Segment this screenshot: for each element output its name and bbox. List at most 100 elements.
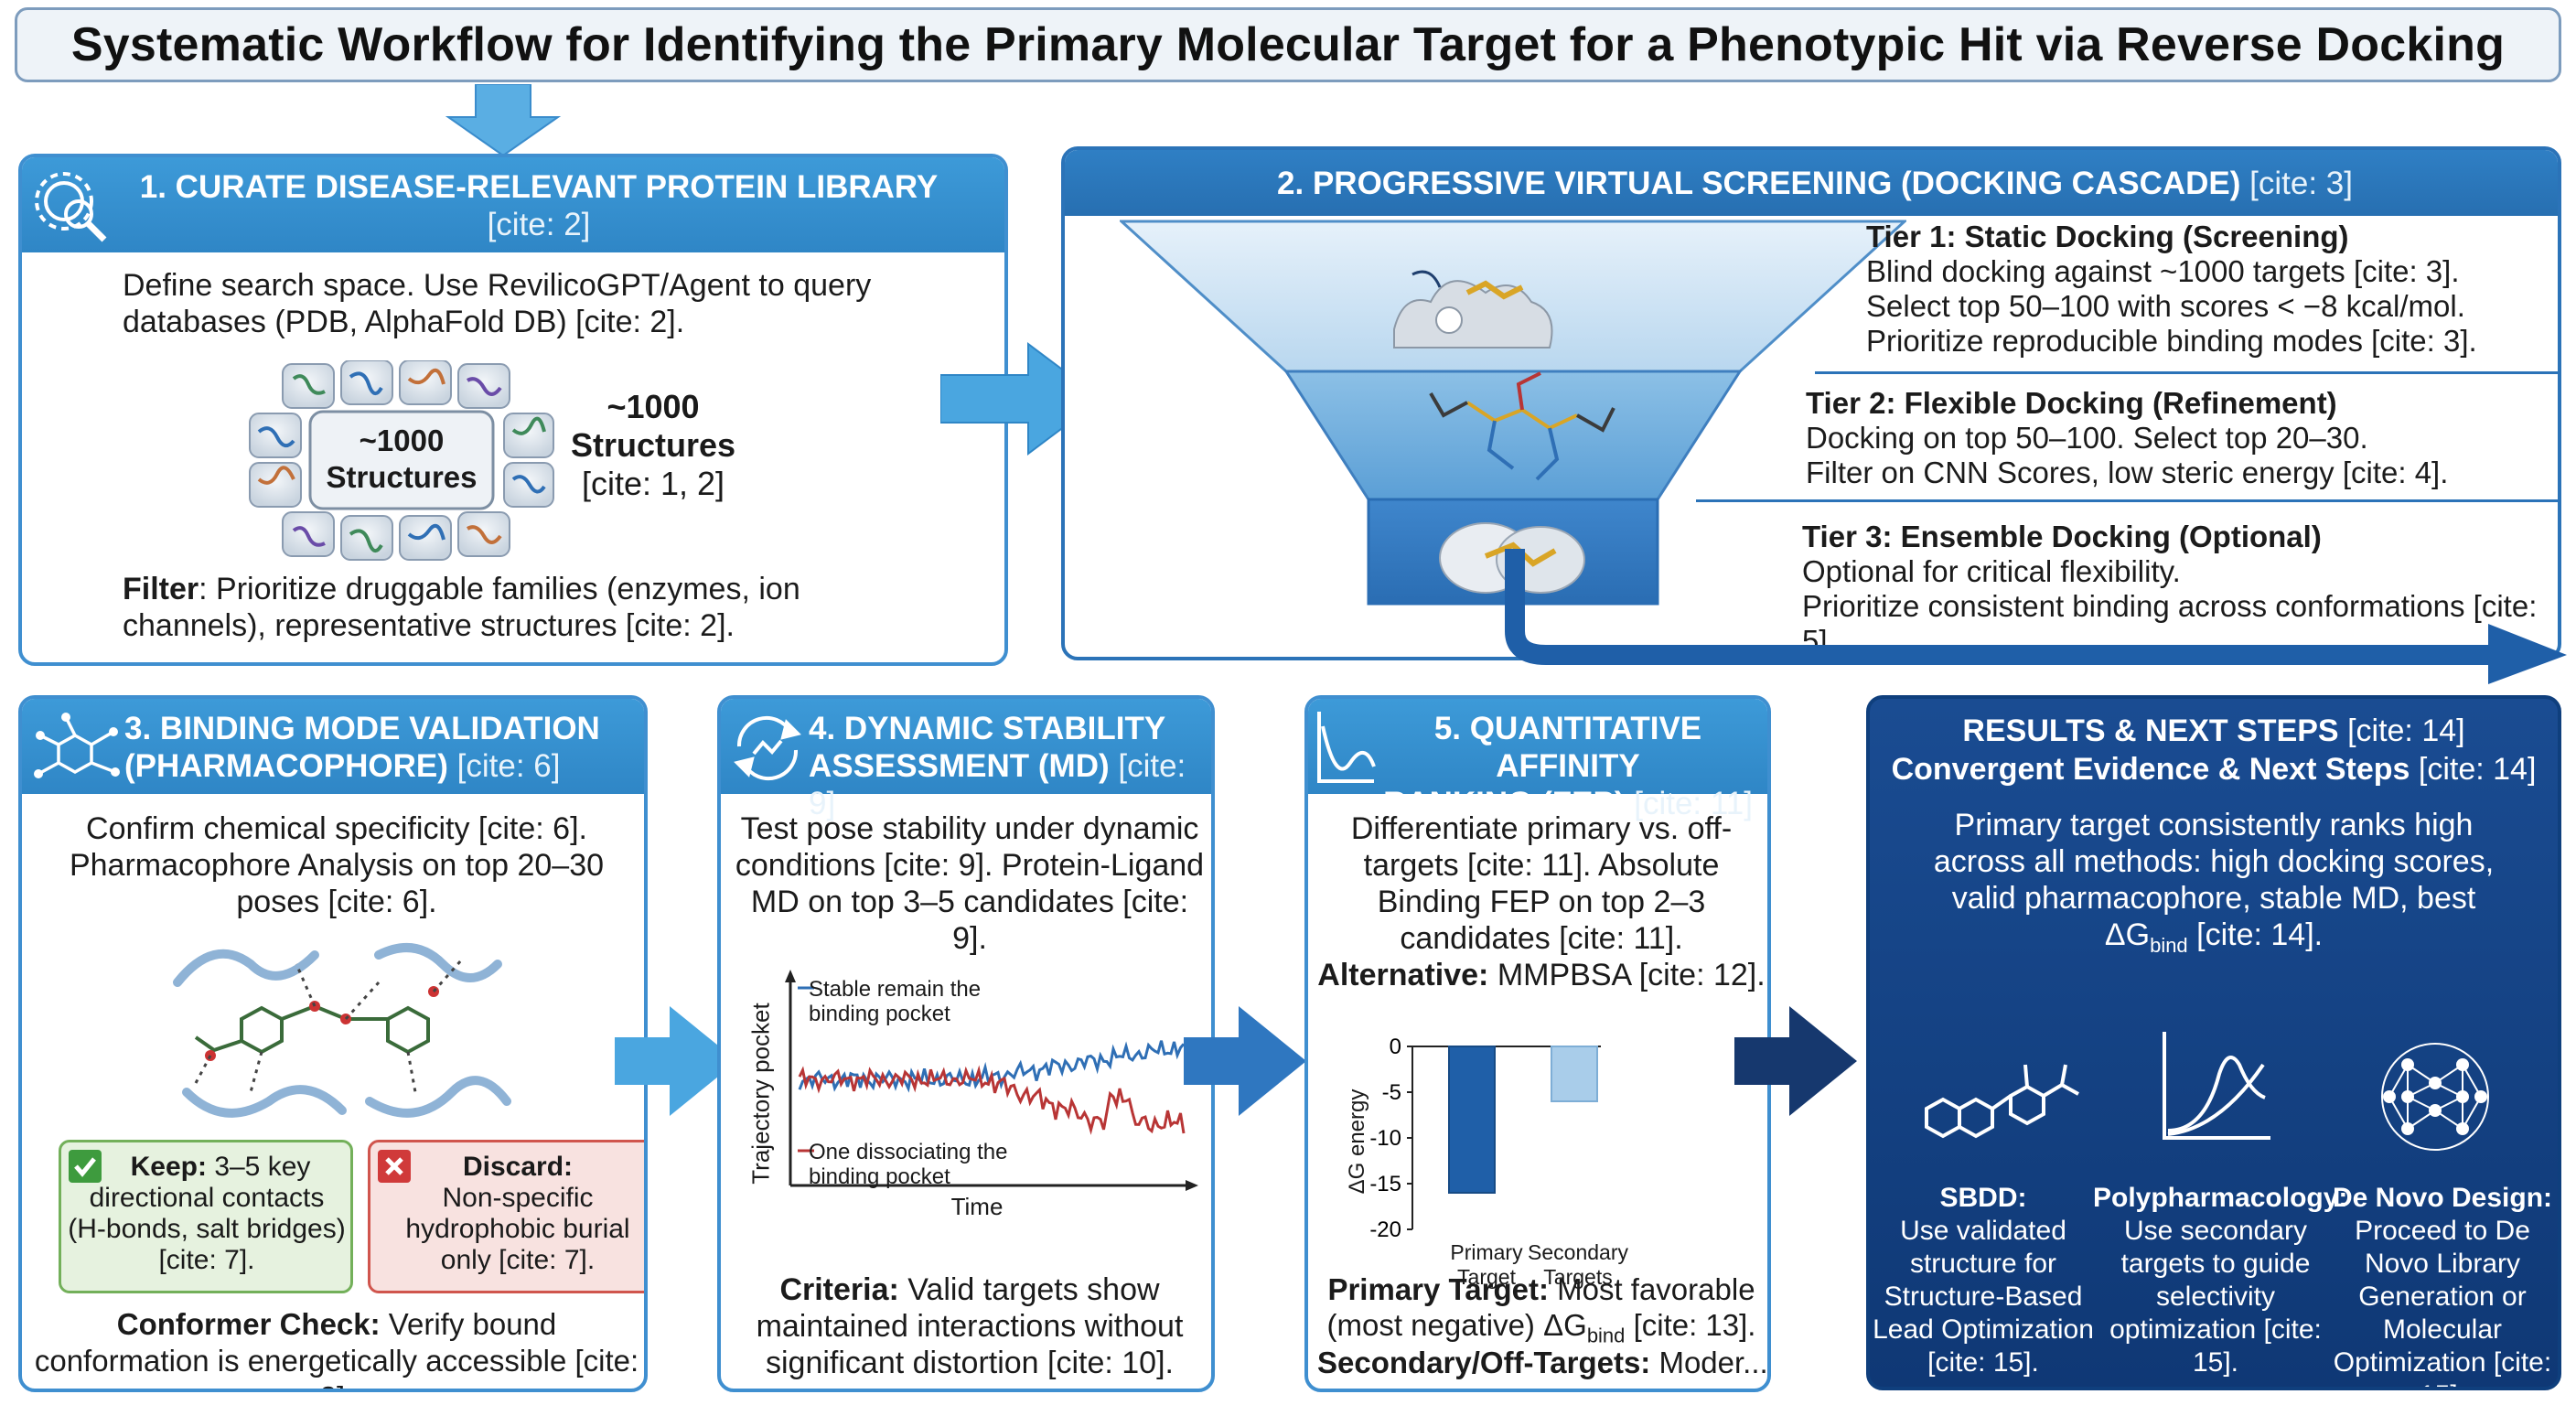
panel5-primary: Primary Target: Most favorable (most neg… — [1314, 1271, 1767, 1354]
structure-count-cite: [cite: 1, 2] — [581, 465, 725, 502]
pharmacophore-diagram — [173, 943, 511, 1118]
down-arrow-icon — [445, 84, 562, 157]
conformer-check-text: Verify bound conformation is energetical… — [34, 1307, 639, 1389]
tier2-title: Tier 2: Flexible Docking (Refinement) — [1806, 386, 2337, 420]
series-dissociating-line — [798, 1065, 1186, 1135]
panel2-header: 2. PROGRESSIVE VIRTUAL SCREENING (DOCKIN… — [1065, 150, 2558, 216]
primary-text: Most favorable (most negative) ΔG — [1326, 1272, 1755, 1342]
panel4-header: 4. DYNAMIC STABILITY ASSESSMENT (MD) [ci… — [721, 699, 1211, 821]
fep-ytick-label: -20 — [1369, 1217, 1401, 1242]
step-sbdd-text: Use validated structure for Structure-Ba… — [1873, 1216, 2094, 1378]
fep-category-primary: Primary Target — [1450, 1240, 1523, 1289]
panel3-title-line1: 3. BINDING MODE VALIDATION — [124, 711, 600, 746]
panel4-title-cite: [cite: 9] — [809, 748, 1186, 821]
step-de-novo-title: De Novo Design: — [2332, 1183, 2553, 1213]
panel3-intro: Confirm chemical specificity [cite: 6]. … — [69, 811, 605, 919]
protein-structures-cluster — [249, 360, 554, 561]
tier3-block: Tier 3: Ensemble Docking (Optional) Opti… — [1802, 520, 2558, 657]
panel-curate-library: 1. CURATE DISEASE-RELEVANT PROTEIN LIBRA… — [18, 154, 1008, 666]
primary-label: Primary Target: — [1327, 1272, 1549, 1306]
fep-bar-primary — [1448, 1046, 1496, 1194]
panel5-header: 5. QUANTITATIVE AFFINITY RANKING (FEP) [… — [1308, 699, 1767, 821]
panel2-title-cite: [cite: 3] — [2249, 166, 2353, 201]
criteria-label: Criteria: — [779, 1272, 899, 1307]
panel1-header: 1. CURATE DISEASE-RELEVANT PROTEIN LIBRA… — [22, 157, 1004, 252]
right-arrow-icon — [1734, 1006, 1857, 1116]
structure-count-block: ~1000 Structures [cite: 1, 2] — [562, 388, 745, 503]
results-title-line2-cite: [cite: 14] — [2418, 752, 2537, 787]
panel2-title: 2. PROGRESSIVE VIRTUAL SCREENING (DOCKIN… — [1277, 166, 2241, 201]
panel3-header: 3. BINDING MODE VALIDATION (PHARMACOPHOR… — [22, 699, 644, 794]
tier2-ligand-icon — [1429, 371, 1615, 481]
results-summary: Primary target consistently ranks high a… — [1906, 807, 2521, 964]
conformer-check: Conformer Check: Verify bound conformati… — [31, 1306, 642, 1389]
discard-label: Discard: — [462, 1152, 574, 1182]
gear-search-icon — [35, 172, 107, 242]
step-sbdd-title: SBDD: — [1939, 1183, 2027, 1213]
step-de-novo-text: Proceed to De Novo Library Generation or… — [2333, 1216, 2552, 1387]
panel-docking-cascade: 2. PROGRESSIVE VIRTUAL SCREENING (DOCKIN… — [1061, 146, 2561, 660]
md-y-label: Trajectory pocket — [746, 1003, 775, 1185]
structure-count-label: Structures — [570, 426, 736, 464]
keep-label: Keep: — [130, 1152, 207, 1182]
panel5-secondary: Secondary/Off-Targets: Moder... — [1317, 1345, 1767, 1380]
page-title: Systematic Workflow for Identifying the … — [70, 18, 2506, 71]
step-polypharmacology-text: Use secondary targets to guide selectivi… — [2109, 1216, 2322, 1378]
legend-dissociating: One dissociating the binding pocket — [809, 1140, 1008, 1189]
check-icon — [69, 1150, 102, 1183]
tier1-line2: Select top 50–100 with scores < −8 kcal/… — [1866, 289, 2465, 323]
fep-ytick-label: -5 — [1382, 1080, 1401, 1105]
bent-arrow-icon — [1505, 549, 2567, 684]
panel5-title-line2: RANKING (FEP) — [1383, 786, 1626, 821]
tier-divider-1 — [1815, 371, 2558, 374]
discard-box: Discard: Non-specific hydrophobic burial… — [368, 1140, 644, 1293]
discard-text: Non-specific hydrophobic burial only [ci… — [405, 1183, 630, 1275]
tier2-line1: Docking on top 50–100. Select top 20–30. — [1806, 421, 2368, 455]
fep-y-label: ΔG energy — [1345, 1089, 1369, 1195]
tier1-line1: Blind docking against ~1000 targets [cit… — [1866, 254, 2460, 288]
results-title-line1-cite: [cite: 14] — [2347, 713, 2465, 748]
panel4-intro: Test pose stability under dynamic condit… — [735, 811, 1205, 956]
fep-ytick-label: -10 — [1369, 1126, 1401, 1151]
step-sbdd: SBDD: Use validated structure for Struct… — [1870, 1182, 2097, 1379]
panel-affinity-ranking: 5. QUANTITATIVE AFFINITY RANKING (FEP) [… — [1304, 695, 1771, 1392]
fep-ytick-label: 0 — [1390, 1035, 1401, 1059]
panel1-filter: Filter: Prioritize druggable families (e… — [123, 571, 946, 644]
keep-box: Keep: 3–5 key directional contacts (H-bo… — [59, 1140, 353, 1293]
structure-count: ~1000 — [606, 388, 700, 425]
panel1-title: 1. CURATE DISEASE-RELEVANT PROTEIN LIBRA… — [139, 169, 939, 205]
step-polypharmacology-title: Polypharmacology: — [2093, 1183, 2348, 1213]
right-arrow-icon — [1184, 1006, 1306, 1116]
filter-label: Filter — [123, 572, 199, 606]
results-title-line1: RESULTS & NEXT STEPS — [1962, 713, 2339, 748]
panel1-title-cite: [cite: 2] — [487, 207, 591, 242]
panel3-title-cite: [cite: 6] — [456, 748, 561, 784]
results-header: RESULTS & NEXT STEPS [cite: 14] Converge… — [1870, 712, 2558, 788]
tier1-block: Tier 1: Static Docking (Screening) Blind… — [1866, 220, 2552, 359]
alternative-label: Alternative: — [1317, 958, 1489, 992]
neural-network-icon — [2381, 1043, 2489, 1151]
panel4-title-line1: 4. DYNAMIC STABILITY — [809, 711, 1166, 746]
panel1-intro: Define search space. Use RevilicoGPT/Age… — [123, 268, 872, 339]
cluster-center-label: ~1000 Structures — [326, 424, 478, 494]
fep-bar-secondary — [1551, 1046, 1598, 1102]
tier3-title: Tier 3: Ensemble Docking (Optional) — [1802, 520, 2322, 553]
energy-curve-icon — [1317, 712, 1376, 783]
docking-funnel — [1120, 220, 1906, 606]
tier2-block: Tier 2: Flexible Docking (Refinement) Do… — [1806, 386, 2556, 490]
tier-divider-2 — [1696, 499, 2558, 502]
alternative-text: MMPBSA [cite: 12]. — [1497, 958, 1766, 992]
tier1-title: Tier 1: Static Docking (Screening) — [1866, 220, 2349, 253]
results-summary-sub: bind — [2150, 933, 2188, 957]
tier1-line3: Prioritize reproducible binding modes [c… — [1866, 324, 2477, 358]
keep-text: 3–5 key directional contacts (H-bonds, s… — [68, 1152, 346, 1275]
tier3-line1: Optional for critical flexibility. — [1802, 554, 2181, 588]
primary-cite: [cite: 13]. — [1633, 1308, 1756, 1342]
tier1-docking-icon — [1393, 270, 1553, 349]
panel-results: RESULTS & NEXT STEPS [cite: 14] Converge… — [1866, 695, 2561, 1390]
fep-bar-chart: 0-5-10-15-20 — [1369, 1035, 1601, 1242]
fep-category-secondary: Secondary Targets — [1528, 1240, 1628, 1289]
filter-text: : Prioritize druggable families (enzymes… — [123, 572, 800, 643]
md-trajectory-chart — [785, 970, 1198, 1191]
results-title-line2: Convergent Evidence & Next Steps — [1891, 752, 2410, 787]
